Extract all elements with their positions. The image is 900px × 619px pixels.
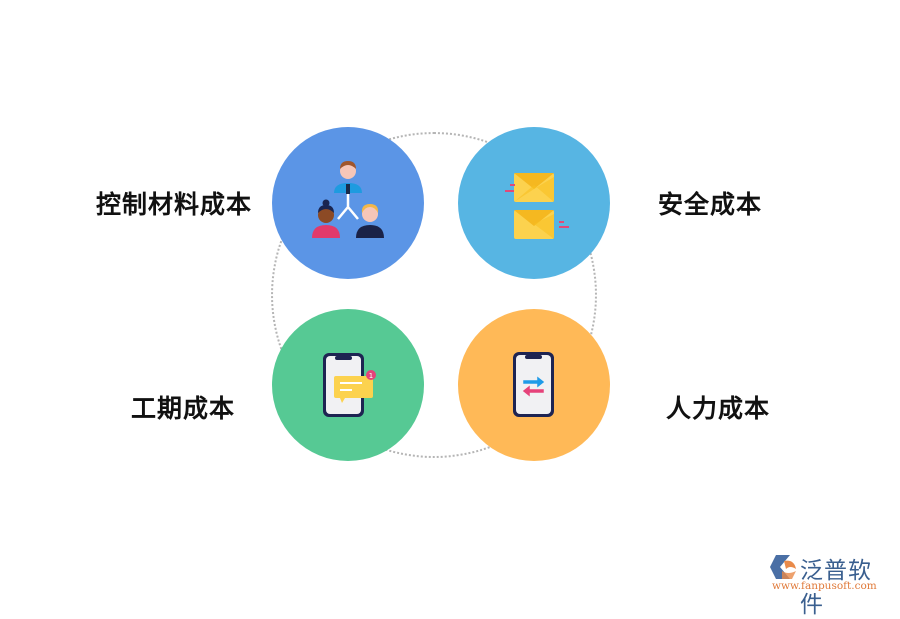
- node-material-cost: [272, 127, 424, 279]
- envelopes-icon: [505, 173, 569, 239]
- svg-text:1: 1: [369, 372, 373, 380]
- node-safety-cost: [458, 127, 610, 279]
- phone-message-icon: 1: [323, 353, 376, 417]
- team-hierarchy-icon: [312, 161, 384, 238]
- watermark-url: www.fanpusoft.com: [772, 580, 877, 592]
- node-labor-cost: [458, 309, 610, 461]
- phone-transfer-icon: [513, 352, 554, 417]
- watermark-logo: 泛普软件 www.fanpusoft.com: [768, 551, 893, 618]
- label-material-cost: 控制材料成本: [96, 190, 253, 219]
- label-safety-cost: 安全成本: [658, 190, 763, 219]
- label-labor-cost: 人力成本: [666, 394, 771, 423]
- fanpu-logo-icon: [770, 555, 796, 579]
- node-schedule-cost: 1: [272, 309, 424, 461]
- dotted-connector-ring: [271, 132, 597, 458]
- label-schedule-cost: 工期成本: [131, 394, 236, 423]
